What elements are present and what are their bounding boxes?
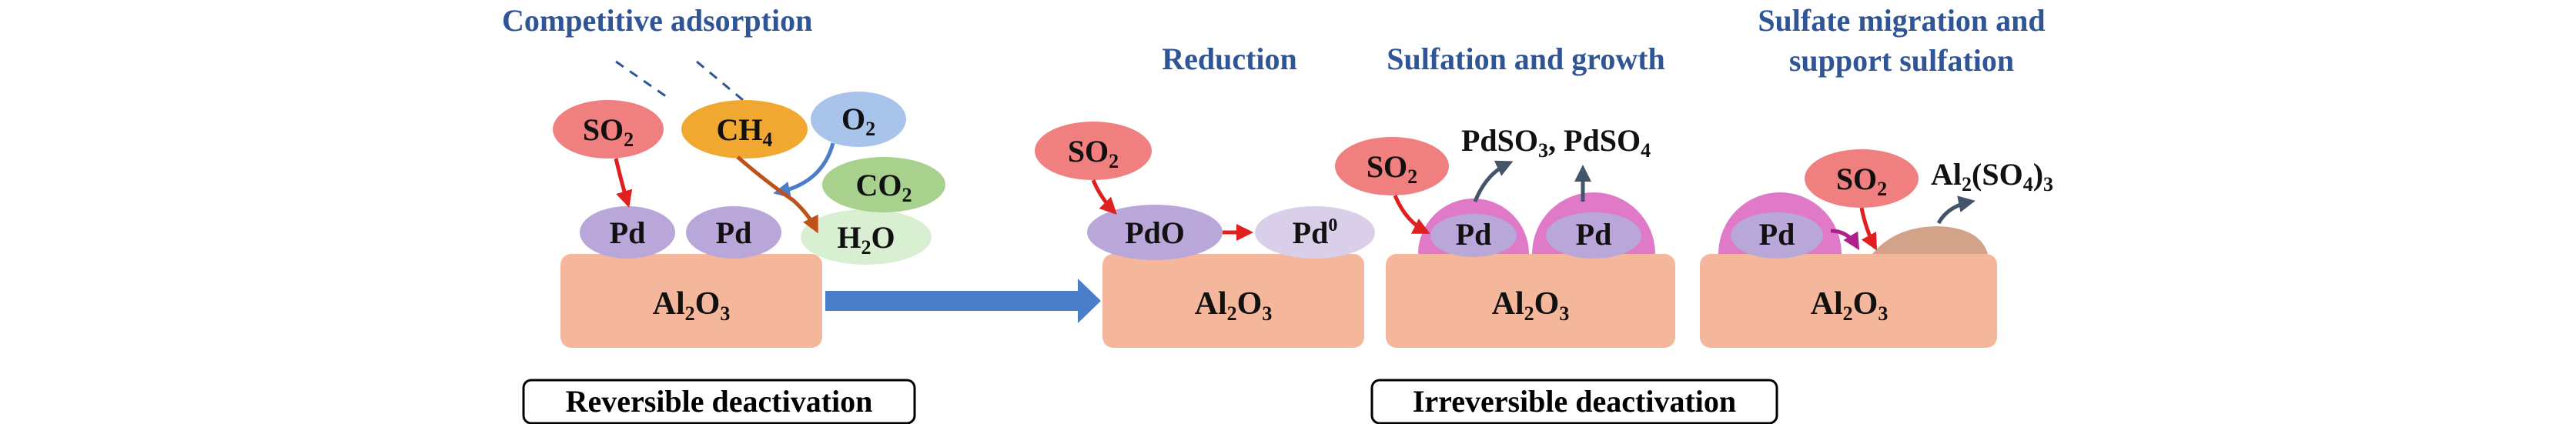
pd-particle-3 — [1430, 214, 1517, 257]
reversible-deactivation-label: Reversible deactivation — [566, 384, 873, 419]
panel-sulfate-migration: Sulfate migration and support sulfation … — [1700, 3, 2053, 348]
h2o-bubble-1 — [801, 209, 932, 265]
so2-bubble-1 — [553, 100, 664, 159]
pd-particle-4 — [1546, 212, 1641, 259]
al2o3-label-1: Al2O3 — [653, 286, 731, 325]
pd-particle-2 — [686, 206, 781, 259]
irreversible-deactivation-box — [1370, 379, 1778, 424]
al2o3-support-4 — [1700, 254, 1997, 348]
pd-label-4: Pd — [1576, 217, 1612, 252]
arrow-so2-to-support — [1859, 207, 1878, 251]
arrow-product-1 — [1473, 160, 1514, 202]
products-label: PdSO3, PdSO4 — [1461, 123, 1651, 162]
al2so43-label: Al2(SO4)3 — [1931, 157, 2053, 195]
pd-particle-1 — [580, 206, 675, 259]
title-migration-line2: support sulfation — [1789, 43, 2014, 78]
arrow-so2-to-pdo — [1091, 179, 1117, 215]
arrow-al-sulfate-product — [1936, 195, 1975, 225]
arrow-o2-to-pd — [773, 142, 835, 199]
pd0-particle — [1255, 206, 1375, 259]
dashed-line-left — [615, 60, 672, 102]
arrow-so2-to-pd-3 — [1393, 195, 1430, 235]
arrow-so2-to-pd — [614, 158, 633, 208]
o2-bubble-1 — [811, 92, 906, 147]
panel-sulfation-growth: Sulfation and growth Al2O3 Pd Pd SO2 PdS… — [1335, 42, 1778, 424]
pdo-label: PdO — [1125, 215, 1185, 250]
irreversible-deactivation-label: Irreversible deactivation — [1413, 384, 1736, 419]
pd-label-3: Pd — [1456, 217, 1492, 252]
so2-label-4: SO2 — [1836, 162, 1887, 200]
al-sulfate-mound — [1872, 226, 1988, 254]
so2-bubble-4 — [1805, 149, 1919, 208]
co2-bubble-1 — [822, 157, 945, 212]
ch4-label-1: CH4 — [717, 112, 773, 151]
so2-label-3: SO2 — [1367, 149, 1417, 188]
al2o3-label-4: Al2O3 — [1811, 286, 1889, 325]
title-reduction: Reduction — [1162, 42, 1297, 76]
so2-bubble-3 — [1335, 137, 1449, 195]
transition-arrow — [825, 279, 1101, 323]
pd-label-2: Pd — [716, 215, 752, 250]
al2o3-label-2: Al2O3 — [1195, 286, 1273, 325]
al2o3-support-3 — [1386, 254, 1675, 348]
dashed-line-right — [696, 60, 744, 102]
reversible-deactivation-box — [522, 379, 916, 424]
so2-label-2: SO2 — [1068, 134, 1119, 172]
co2-label-1: CO2 — [856, 168, 912, 206]
title-sulfation-growth: Sulfation and growth — [1387, 42, 1665, 76]
so2-bubble-2 — [1035, 122, 1152, 180]
arrow-migration — [1830, 229, 1860, 251]
pd-label-5: Pd — [1759, 217, 1795, 252]
pd0-label: Pd0 — [1293, 215, 1338, 250]
ch4-bubble-1 — [681, 100, 808, 159]
pd-label-1: Pd — [610, 215, 646, 250]
al2o3-support-1 — [560, 254, 822, 348]
so2-label-1: SO2 — [583, 112, 634, 151]
al2o3-support-2 — [1102, 254, 1364, 348]
al2o3-label-3: Al2O3 — [1492, 286, 1570, 325]
h2o-label-1: H2O — [837, 220, 895, 259]
title-migration-line1: Sulfate migration and — [1758, 3, 2045, 38]
panel-reduction: Reduction Al2O3 PdO Pd0 SO2 — [1035, 42, 1375, 348]
title-competitive-adsorption: Competitive adsorption — [502, 3, 812, 38]
pd-particle-5 — [1731, 212, 1823, 259]
panel-competitive-adsorption: Competitive adsorption Al2O3 Pd Pd H2O C… — [502, 3, 945, 424]
pdo-particle — [1087, 205, 1223, 260]
o2-label-1: O2 — [841, 102, 875, 140]
arrow-ch4-to-products — [736, 155, 818, 234]
